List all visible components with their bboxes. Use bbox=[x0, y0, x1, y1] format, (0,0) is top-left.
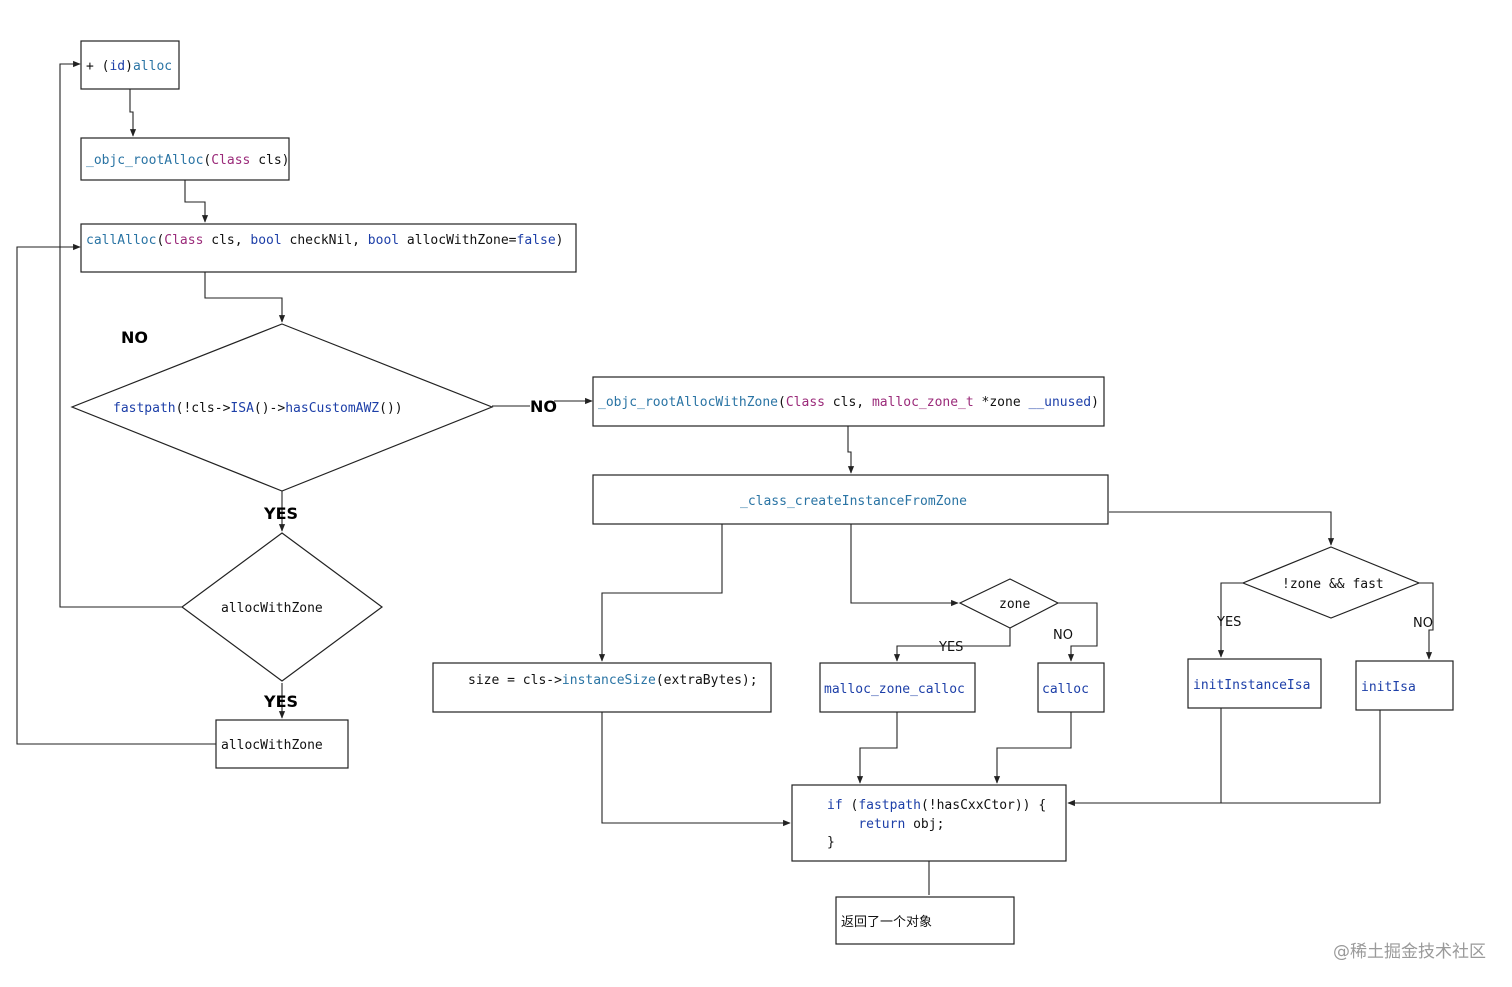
edge-create-to-size bbox=[598, 524, 723, 662]
edge-zone-no-to-calloc bbox=[1058, 602, 1098, 662]
edge-malloc-to-hascxx bbox=[856, 712, 898, 784]
watermark-text: @稀土掘金技术社区 bbox=[1333, 942, 1486, 962]
edge-rootwithzone-to-create bbox=[847, 426, 855, 474]
edge-rootalloc-to-callalloc bbox=[184, 180, 209, 223]
node-has-cxx-ctor-line-2: return obj; bbox=[827, 817, 944, 832]
node-instance-size: size = cls->instanceSize(extraBytes); bbox=[432, 662, 772, 713]
node-objc-root-alloc-text: _objc_rootAlloc(Class cls) bbox=[86, 153, 290, 168]
node-has-cxx-ctor-line-1: if (fastpath(!hasCxxCtor)) { bbox=[827, 798, 1046, 813]
label-no-right: NO bbox=[530, 397, 557, 416]
node-malloc-zone-calloc-text: malloc_zone_calloc bbox=[824, 682, 965, 697]
label-fast-yes: YES bbox=[1216, 615, 1241, 630]
node-zone-fast-check-text: !zone && fast bbox=[1282, 577, 1384, 592]
edge-callalloc-to-fastpath bbox=[204, 272, 286, 323]
label-fast-no: NO bbox=[1413, 616, 1433, 631]
node-malloc-zone-calloc: malloc_zone_calloc bbox=[819, 662, 976, 713]
node-init-instance-isa: initInstanceIsa bbox=[1187, 658, 1322, 709]
node-objc-root-alloc: _objc_rootAlloc(Class cls) bbox=[80, 137, 290, 181]
edge-alloc-to-rootalloc bbox=[129, 89, 137, 137]
node-init-instance-isa-text: initInstanceIsa bbox=[1193, 678, 1310, 693]
node-zone-check-text: zone bbox=[999, 597, 1030, 612]
node-alloc-text: + (id)alloc bbox=[86, 59, 172, 74]
node-init-isa-text: initIsa bbox=[1361, 680, 1416, 695]
node-alloc-with-zone-box-text: allocWithZone bbox=[221, 738, 323, 753]
node-fastpath-check: fastpath(!cls->ISA()->hasCustomAWZ()) bbox=[70, 323, 494, 492]
node-return-object: 返回了一个对象 bbox=[835, 896, 1015, 945]
label-zone-yes: YES bbox=[938, 640, 963, 655]
node-fastpath-check-text: fastpath(!cls->ISA()->hasCustomAWZ()) bbox=[113, 401, 403, 416]
node-has-cxx-ctor: if (fastpath(!hasCxxCtor)) { return obj;… bbox=[791, 784, 1067, 862]
node-create-instance-text: _class_createInstanceFromZone bbox=[740, 494, 967, 509]
node-zone-fast-check: !zone && fast bbox=[1241, 546, 1421, 619]
node-call-alloc: callAlloc(Class cls, bool checkNil, bool… bbox=[80, 223, 577, 273]
edge-size-to-hascxx bbox=[601, 712, 791, 827]
node-alloc-with-zone-box: allocWithZone bbox=[215, 719, 349, 769]
node-has-cxx-ctor-line-3: } bbox=[827, 835, 835, 850]
edge-zone-yes-to-malloc bbox=[893, 628, 1011, 662]
node-return-object-text: 返回了一个对象 bbox=[841, 915, 932, 930]
node-instance-size-text: size = cls->instanceSize(extraBytes); bbox=[468, 673, 758, 688]
node-call-alloc-text: callAlloc(Class cls, bool checkNil, bool… bbox=[86, 233, 563, 248]
label-yes-after-zone-check: YES bbox=[263, 692, 298, 711]
node-root-alloc-with-zone-text: _objc_rootAllocWithZone(Class cls, mallo… bbox=[598, 395, 1099, 410]
node-calloc-text: calloc bbox=[1042, 682, 1089, 697]
edges bbox=[16, 60, 1434, 895]
edge-initinstance-to-hascxx bbox=[1067, 708, 1222, 807]
node-alloc-with-zone-check: allocWithZone bbox=[180, 532, 384, 682]
edge-initisa-to-hascxx bbox=[1221, 710, 1381, 804]
edge-zonecheck-loop-to-alloc bbox=[59, 60, 182, 608]
node-zone-check: zone bbox=[958, 578, 1060, 629]
edge-fast-yes-to-initinstance bbox=[1217, 582, 1243, 658]
node-alloc-with-zone-check-text: allocWithZone bbox=[221, 601, 323, 616]
edge-calloc-to-hascxx bbox=[993, 712, 1072, 784]
node-init-isa: initIsa bbox=[1355, 660, 1454, 711]
node-create-instance: _class_createInstanceFromZone bbox=[592, 474, 1109, 525]
edge-create-to-fastcheck bbox=[1109, 511, 1335, 546]
edge-box-loop-to-callalloc bbox=[16, 243, 216, 745]
label-no-top: NO bbox=[121, 328, 148, 347]
edge-create-to-zone bbox=[850, 524, 959, 607]
label-zone-no: NO bbox=[1053, 628, 1073, 643]
label-yes-after-fastpath: YES bbox=[263, 504, 298, 523]
node-calloc: calloc bbox=[1037, 662, 1105, 713]
edge-fast-no-to-initisa bbox=[1419, 582, 1434, 660]
node-root-alloc-with-zone: _objc_rootAllocWithZone(Class cls, mallo… bbox=[592, 376, 1105, 427]
node-alloc: + (id)alloc bbox=[80, 40, 180, 90]
